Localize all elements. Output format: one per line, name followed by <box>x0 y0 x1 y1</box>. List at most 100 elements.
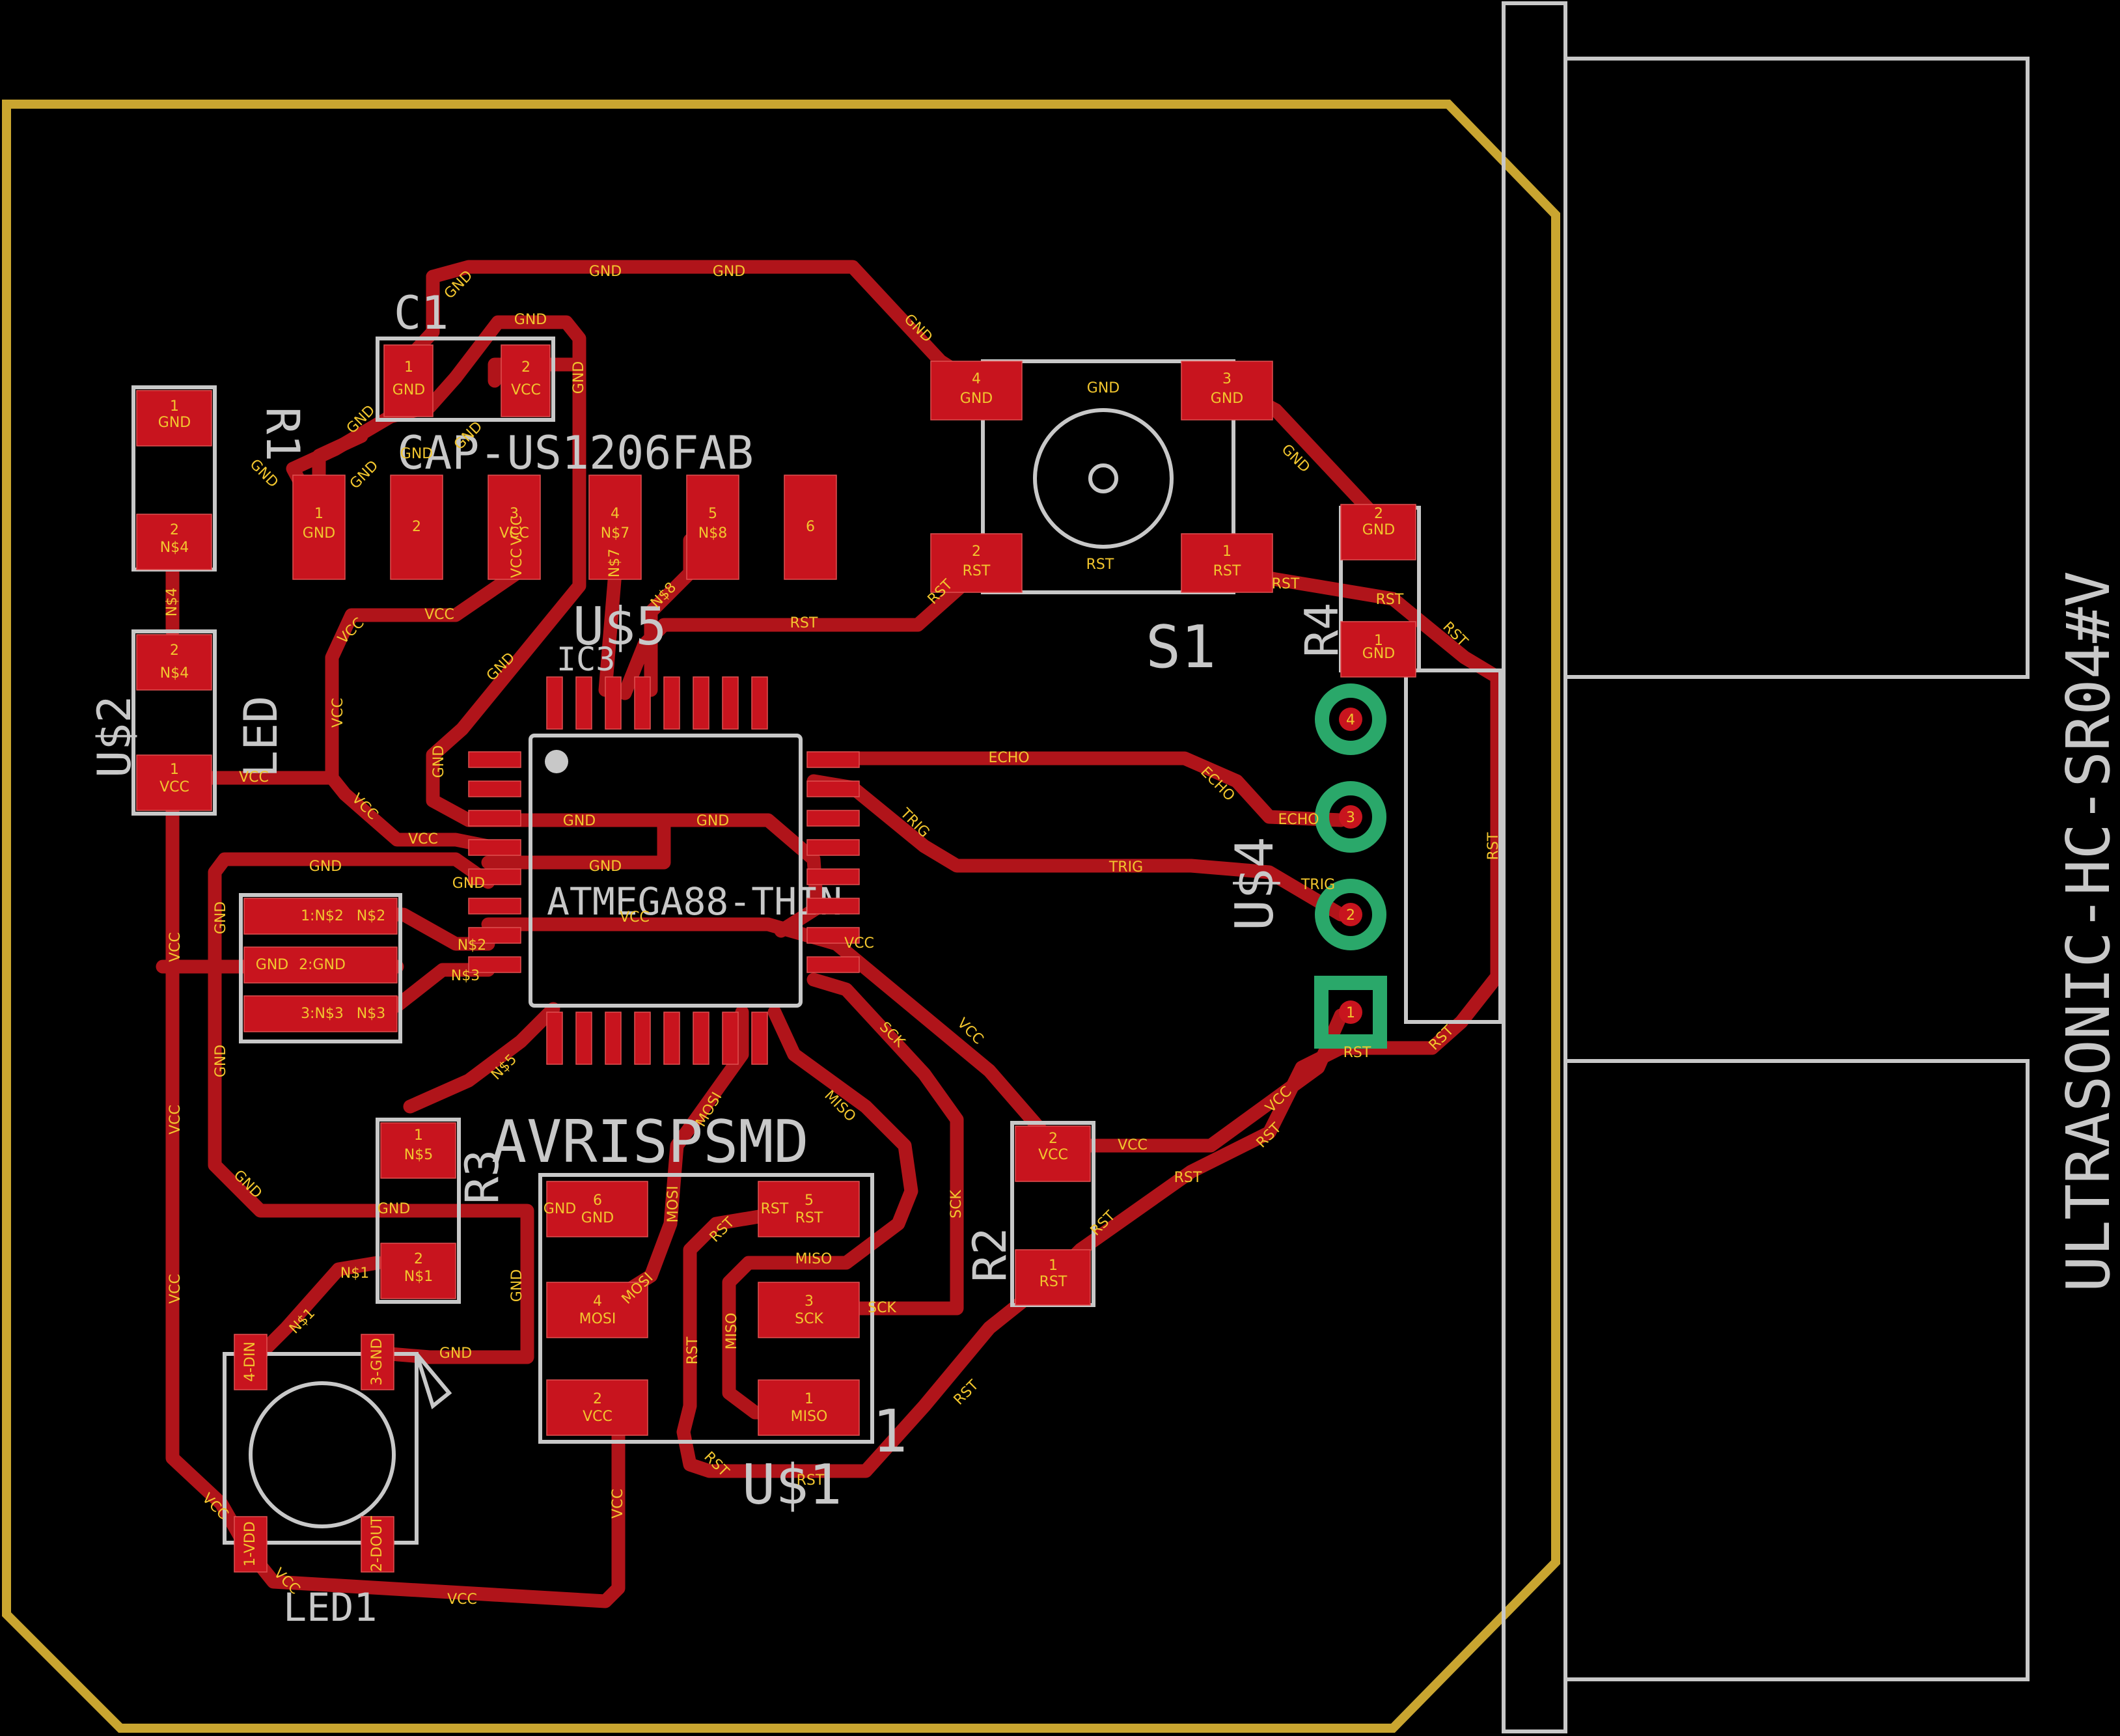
svg-text:1: 1 <box>805 1391 814 1407</box>
s1-ref: S1 <box>1146 613 1216 682</box>
svg-text:4: 4 <box>593 1293 602 1310</box>
svg-text:2: 2 <box>521 359 530 376</box>
svg-text:GND: GND <box>309 859 342 875</box>
svg-text:2: 2 <box>1346 907 1355 924</box>
sensor-header-vias <box>1314 683 1387 1049</box>
svg-text:GND: GND <box>713 264 745 280</box>
svg-text:GND: GND <box>400 446 433 462</box>
svg-text:GND: GND <box>571 361 587 394</box>
svg-text:RST: RST <box>1174 1170 1202 1186</box>
svg-text:2: 2 <box>1374 506 1383 522</box>
svg-text:RST: RST <box>1272 576 1300 592</box>
svg-text:GND: GND <box>452 875 485 892</box>
svg-text:VCC: VCC <box>844 935 874 952</box>
svg-text:MISO: MISO <box>724 1313 740 1350</box>
u5-value: IC3 <box>557 641 615 678</box>
u4-ref: U$4 <box>1224 837 1285 931</box>
svg-text:RST: RST <box>951 1377 982 1408</box>
svg-text:N$1: N$1 <box>340 1265 369 1282</box>
svg-text:5: 5 <box>708 506 717 522</box>
svg-text:RST: RST <box>1213 563 1241 579</box>
avr-value: AVRISPSMD <box>491 1108 809 1176</box>
svg-text:6: 6 <box>806 519 815 535</box>
svg-text:4: 4 <box>1346 712 1355 728</box>
svg-text:VCC: VCC <box>1038 1147 1068 1163</box>
svg-text:1: 1 <box>1346 1005 1355 1021</box>
svg-text:N$4: N$4 <box>160 665 189 682</box>
svg-text:VCC: VCC <box>424 607 454 623</box>
svg-text:RST: RST <box>795 1210 823 1226</box>
svg-text:4-DIN: 4-DIN <box>242 1342 258 1382</box>
avr-corner-number: 1 <box>872 1398 907 1466</box>
svg-text:MOSI: MOSI <box>665 1186 681 1223</box>
svg-text:1: 1 <box>404 359 413 376</box>
svg-text:1: 1 <box>1222 544 1232 560</box>
svg-text:2: 2 <box>414 1251 423 1267</box>
svg-text:VCC: VCC <box>167 932 184 962</box>
svg-text:RST: RST <box>1086 557 1114 573</box>
svg-text:3: 3 <box>1346 810 1355 826</box>
u4-value: ULTRASONIC-HC-SR04#V <box>2054 571 2120 1292</box>
svg-text:GND: GND <box>1362 646 1395 662</box>
svg-text:2: 2 <box>593 1391 602 1407</box>
svg-text:VCC: VCC <box>408 831 438 847</box>
svg-text:1: 1 <box>170 762 179 778</box>
svg-text:N$4: N$4 <box>164 588 180 616</box>
svg-text:SCK: SCK <box>948 1190 965 1219</box>
svg-text:N$2: N$2 <box>458 937 486 954</box>
svg-text:3: 3 <box>1222 371 1232 387</box>
svg-text:MISO: MISO <box>795 1251 833 1267</box>
svg-text:RST: RST <box>761 1201 789 1217</box>
svg-text:VCC: VCC <box>511 382 541 398</box>
svg-text:2: 2 <box>412 519 421 535</box>
u2-value: LED <box>234 696 288 778</box>
svg-text:1: 1 <box>170 398 179 415</box>
r4-ref: R4 <box>1295 603 1349 657</box>
svg-text:5: 5 <box>805 1192 814 1209</box>
pad-labels: 1 GND 2 VCC 1 GND 2 3 VCC 4 N$7 5 N$8 6 … <box>158 359 1395 1572</box>
svg-text:GND: GND <box>213 1045 229 1077</box>
svg-text:GND: GND <box>213 902 229 934</box>
svg-text:VCC: VCC <box>610 1489 626 1519</box>
svg-text:N$8: N$8 <box>698 525 727 542</box>
svg-text:1-VDD: 1-VDD <box>242 1521 258 1567</box>
svg-text:GND: GND <box>256 957 288 973</box>
svg-text:GND: GND <box>563 813 596 829</box>
svg-text:VCC: VCC <box>620 909 650 926</box>
svg-text:GND: GND <box>509 1269 525 1302</box>
svg-text:VCC: VCC <box>499 525 529 542</box>
svg-text:VCC: VCC <box>159 779 189 795</box>
svg-text:GND: GND <box>1211 391 1243 407</box>
svg-text:RST: RST <box>1485 832 1502 860</box>
r2-ref: R2 <box>963 1228 1017 1282</box>
svg-text:GND: GND <box>589 859 622 875</box>
svg-text:ECHO: ECHO <box>988 750 1029 766</box>
svg-text:SCK: SCK <box>795 1311 823 1327</box>
silkscreen <box>131 1 2030 1733</box>
svg-text:1: 1 <box>1049 1258 1058 1274</box>
svg-text:GND: GND <box>544 1201 576 1217</box>
svg-text:TRIG: TRIG <box>1301 877 1335 893</box>
svg-text:3: 3 <box>805 1293 814 1310</box>
r1-ref: R1 <box>256 407 309 462</box>
svg-text:N$3: N$3 <box>451 968 480 984</box>
ic-value: ATMEGA88-THIN <box>547 879 842 924</box>
svg-text:GND: GND <box>347 458 381 492</box>
svg-text:ECHO: ECHO <box>1278 812 1319 828</box>
u5-ref: U$5 <box>573 596 667 657</box>
svg-text:RST: RST <box>797 1472 825 1489</box>
u2-ref: U$2 <box>88 696 141 778</box>
r3-ref: R3 <box>456 1150 509 1204</box>
svg-text:RST: RST <box>1376 592 1404 608</box>
svg-text:GND: GND <box>431 745 447 778</box>
svg-text:VCC: VCC <box>239 769 269 786</box>
svg-text:1: 1 <box>314 506 324 522</box>
svg-text:TRIG: TRIG <box>1108 859 1143 875</box>
svg-text:3-GND: 3-GND <box>369 1338 385 1385</box>
svg-text:N$4: N$4 <box>160 540 189 556</box>
avr-ref: U$1 <box>742 1453 842 1517</box>
svg-text:GND: GND <box>303 525 335 542</box>
svg-text:VCC: VCC <box>1118 1137 1148 1153</box>
svg-text:4: 4 <box>611 506 620 522</box>
